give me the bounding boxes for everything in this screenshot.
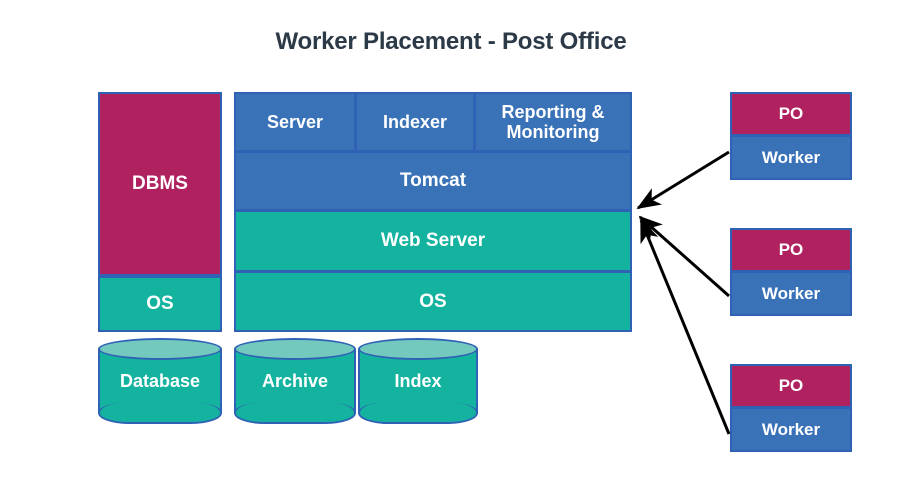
index-cylinder-label: Index [394,370,442,391]
cylinder-top-ellipse [98,338,222,360]
server-cell: Server [234,92,356,152]
os-layer: OS [234,271,632,332]
worker-box-1: Worker [730,135,852,180]
database-cylinder-label: Database [119,370,201,391]
application-server-stack: Server Indexer Reporting & Monitoring To… [234,92,632,332]
cylinder-top-ellipse [234,338,356,360]
dbms-os-box: OS [98,276,222,332]
cylinder-bottom [234,402,356,424]
database-cylinder: Database [98,338,222,424]
po-box-2: PO [730,228,852,272]
cylinder-bottom [358,402,478,424]
arrow-worker-1 [636,150,730,210]
dbms-box: DBMS [98,92,222,276]
archive-cylinder-label: Archive [261,370,329,391]
worker-unit-1: PO Worker [730,92,852,180]
reporting-monitoring-cell: Reporting & Monitoring [474,92,632,152]
dbms-stack: DBMS OS [98,92,222,332]
arrow-worker-3 [639,218,731,435]
page-title: Worker Placement - Post Office [275,28,627,55]
worker-unit-3: PO Worker [730,364,852,452]
index-cylinder: Index [358,338,478,424]
arrow-worker-2 [638,215,730,298]
archive-cylinder: Archive [234,338,356,424]
worker-box-2: Worker [730,271,852,316]
po-box-1: PO [730,92,852,136]
cylinder-bottom [98,402,222,424]
po-box-3: PO [730,364,852,408]
web-server-layer: Web Server [234,210,632,272]
tomcat-layer: Tomcat [234,151,632,211]
indexer-cell: Indexer [355,92,475,152]
worker-box-3: Worker [730,407,852,452]
worker-unit-2: PO Worker [730,228,852,316]
cylinder-top-ellipse [358,338,478,360]
